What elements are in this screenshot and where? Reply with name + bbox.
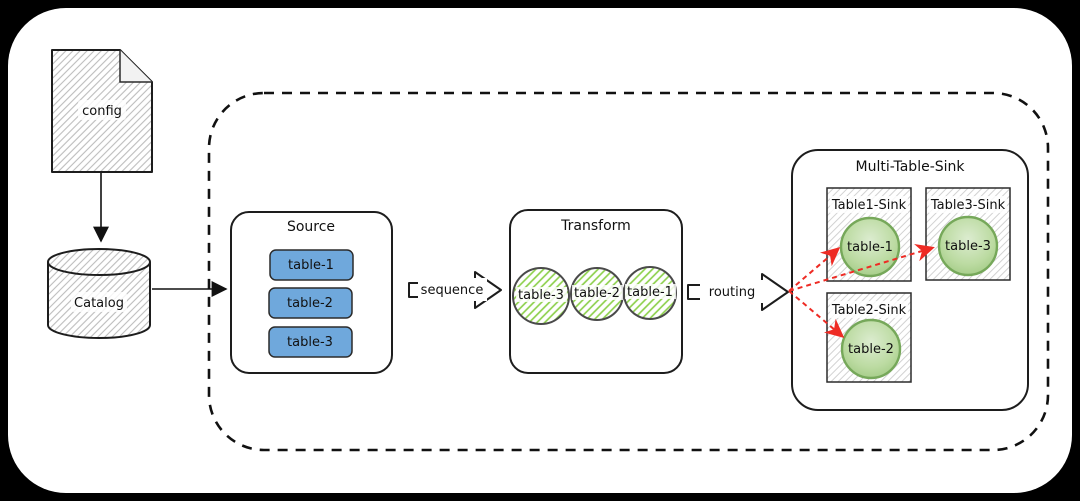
table3-sink-table-label: table-3 (945, 239, 991, 254)
routing-to-table1-arrow (788, 247, 841, 292)
config-label-bg (78, 100, 126, 120)
config-document-node: config (51, 49, 153, 173)
table3-sink-circle (937, 215, 999, 277)
catalog-label: Catalog (74, 296, 124, 311)
source-table-3-box (268, 326, 353, 358)
source-title: Source (287, 219, 335, 235)
source-table-2-box (268, 287, 353, 319)
source-node: Source table-1 table-2 table-3 (230, 211, 393, 374)
table1-sink-title: Table1-Sink (831, 198, 907, 213)
routing-label-bg (700, 280, 764, 303)
source-table-3-label: table-3 (287, 335, 333, 350)
sequence-label: sequence (421, 283, 484, 298)
pipeline-boundary (207, 91, 1050, 452)
transform-table-1-label-bg (625, 284, 676, 299)
catalog-database-node: Catalog (47, 248, 151, 339)
source-table-1: table-1 (269, 249, 354, 281)
transform-table-2-label-bg (572, 285, 623, 300)
source-table-2-label: table-2 (287, 296, 333, 311)
table3-sink: Table3-Sink table-3 (925, 187, 1011, 281)
routing-to-table2-arrow (788, 290, 845, 338)
routing-arrow: routing (687, 273, 789, 311)
table2-sink-table-label: table-2 (848, 342, 894, 357)
source-table-1-box (269, 249, 354, 281)
catalog-label-bg (71, 292, 127, 312)
transform-table-1-label: table-1 (627, 285, 673, 300)
document-fold-icon (119, 50, 152, 83)
table3-sink-title-bg (929, 196, 1007, 213)
table2-sink: Table2-Sink table-2 (826, 292, 912, 383)
database-top-icon (47, 248, 151, 276)
source-table-1-label: table-1 (288, 258, 334, 273)
table2-sink-circle (840, 318, 902, 380)
table1-sink: Table1-Sink table-1 (826, 187, 912, 282)
table2-sink-title: Table2-Sink (831, 303, 907, 318)
table3-sink-title: Table3-Sink (930, 198, 1006, 213)
source-table-2: table-2 (268, 287, 353, 319)
config-label: config (82, 104, 122, 119)
source-table-3: table-3 (268, 326, 353, 358)
multi-table-sink-title: Multi-Table-Sink (856, 159, 966, 175)
sequence-arrow: sequence (408, 271, 502, 309)
sequence-label-bg (418, 278, 487, 301)
multi-table-sink-node: Multi-Table-Sink Table1-Sink table-1 Tab… (788, 149, 1029, 411)
table1-sink-table-label: table-1 (847, 240, 893, 255)
transform-table-3-label-bg (516, 287, 567, 302)
transform-table-3-label: table-3 (518, 288, 564, 303)
routing-to-table3-arrow (788, 243, 935, 292)
routing-label: routing (709, 285, 755, 300)
table1-sink-title-bg (830, 196, 908, 213)
table2-sink-title-bg (830, 301, 908, 318)
transform-node: Transform table-3 table-2 table-1 (509, 209, 683, 374)
transform-title: Transform (560, 218, 631, 234)
transform-table-2-label: table-2 (574, 286, 620, 301)
